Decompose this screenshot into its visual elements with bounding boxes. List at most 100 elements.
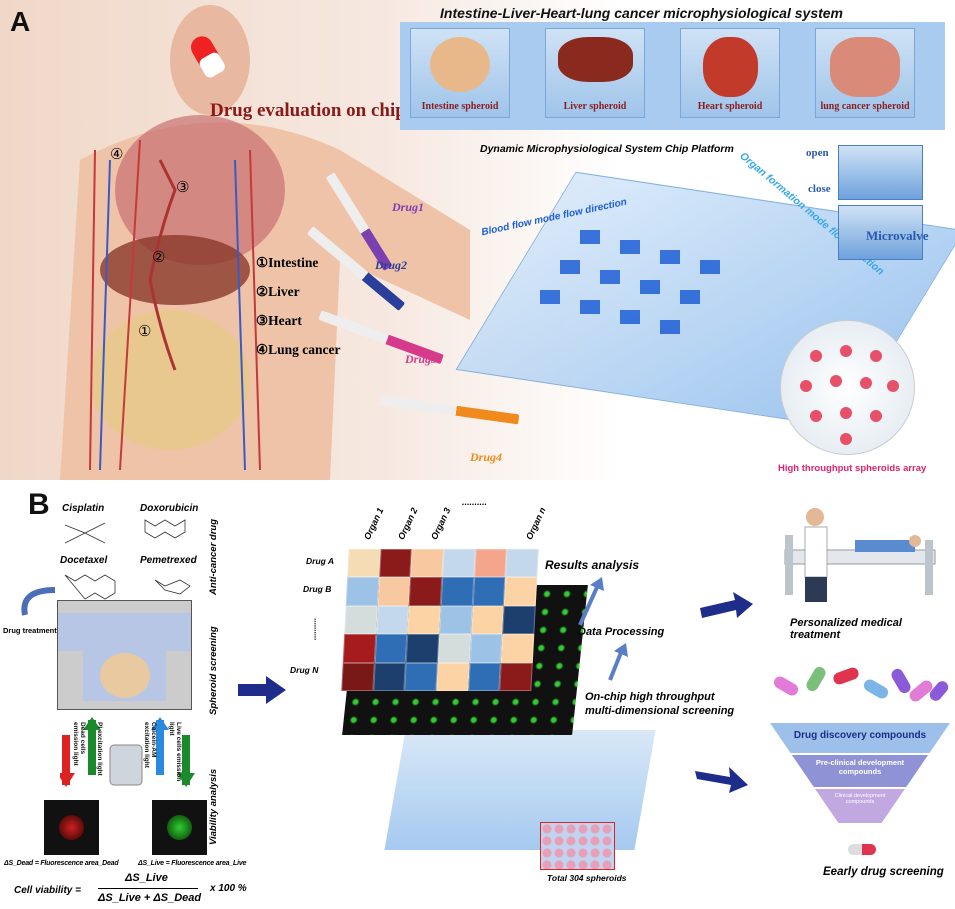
panel-a-label: A [10, 6, 31, 37]
compound-label: Cisplatin [62, 503, 105, 514]
heatmap-cell [439, 605, 473, 635]
platform-title: Dynamic Microphysiological System Chip P… [480, 143, 734, 155]
drug3-label: Drug3 [405, 352, 438, 366]
dead-cells-arrow-label: Dead cells emission light [72, 722, 86, 766]
heatmap-cell [375, 605, 410, 635]
spheroid-screening-label: Spheroid screening [208, 626, 219, 715]
lung-well [815, 28, 915, 118]
early-screening-label: Eearly drug screening [823, 866, 944, 878]
column-label: Organ 1 [362, 506, 386, 542]
row-label: Drug N [290, 665, 319, 675]
heatmap-cell [407, 605, 441, 635]
heatmap-cell [410, 549, 444, 578]
dead-cells-image [44, 800, 99, 855]
live-cells-image [152, 800, 207, 855]
arrow-to-screening-icon [695, 767, 748, 793]
heatmap-cell [467, 662, 502, 691]
total-spheroids-label: Total 304 spheroids [547, 873, 627, 883]
capsules-illustration [773, 666, 949, 702]
heatmap-cell [372, 662, 407, 691]
viability-label: Cell viability = [14, 885, 81, 896]
organ-legend: ①Intestine ②Liver ③Heart ④Lung cancer [256, 248, 340, 364]
legend-item: ③Heart [256, 313, 302, 328]
compound-label: Doxorubicin [140, 503, 199, 514]
fraction-bar [98, 888, 198, 889]
heatmap-cell [344, 605, 378, 635]
funnel-label-preclinical: Pre-clinical development compounds [815, 758, 905, 776]
heatmap-cell [341, 662, 375, 691]
heatmap-cell [505, 549, 539, 578]
drug-evaluation-title: Drug evaluation on chip [210, 100, 406, 121]
right-arrow-icon [238, 676, 286, 704]
spheroid-zoom-box [540, 822, 615, 870]
marker-1: ① [138, 324, 152, 340]
syringe-1 [325, 170, 440, 271]
live-formula: ΔS_Live = Fluorescence area_Live [138, 860, 247, 867]
heatmap-cell [436, 662, 470, 691]
heatmap-cell [409, 577, 443, 606]
viability-multiplier: x 100 % [210, 883, 247, 894]
organ-label: Intestine spheroid [421, 101, 499, 112]
marker-2: ② [152, 250, 166, 266]
valve-close-diagram [838, 205, 923, 260]
drug-treatment-arrow-icon [21, 587, 56, 616]
heatmap-cell [472, 577, 506, 606]
organ-label: Heart spheroid [697, 101, 763, 112]
hospital-bed-illustration [784, 508, 936, 602]
heatmap-cell [440, 577, 474, 606]
organ-label: lung cancer spheroid [820, 101, 910, 112]
valve-open-label: open [806, 147, 829, 159]
capsule-icon [848, 844, 876, 855]
spheroid-array-circle [780, 320, 915, 455]
data-processing-label: Data Processing [578, 626, 665, 638]
results-analysis-label: Results analysis [545, 558, 640, 572]
pi-arrow-label: PI excitation light [96, 722, 103, 776]
funnel-level-discovery [770, 723, 950, 753]
legend-item: ①Intestine [256, 255, 319, 270]
heatmap-cell [502, 605, 536, 635]
intestine-well [410, 28, 510, 118]
live-cells-arrow-label: Live cells emission light [168, 722, 182, 782]
drug2-label: Drug2 [375, 258, 408, 272]
viability-numerator: ΔS_Live [125, 872, 168, 884]
heatmap-cell [499, 662, 533, 691]
spheroid-well [57, 600, 192, 710]
legend-item: ②Liver [256, 284, 300, 299]
microscope-arrows [60, 717, 195, 787]
heatmap-cell [473, 549, 508, 578]
legend-item: ④Lung cancer [256, 342, 341, 357]
chemical-structures [64, 519, 191, 600]
heatmap-cell [377, 577, 411, 606]
heart-well [680, 28, 780, 118]
chip-channels [540, 230, 720, 334]
heatmap-cell [406, 634, 440, 663]
viability-analysis-label: Viability analysis [208, 768, 219, 845]
heatmap-cell [437, 634, 471, 663]
heatmap-cell [469, 634, 503, 663]
row-label: Drug B [303, 584, 332, 594]
heatmap-cell [347, 549, 381, 578]
microvalve-label: Microvalve [866, 228, 929, 243]
dead-formula: ΔS_Dead = Fluorescence area_Dead [4, 860, 119, 867]
drug1-label: Drug1 [392, 200, 425, 214]
syringe-2 [306, 225, 430, 311]
panel-b-label: B [28, 488, 50, 521]
anti-cancer-drug-label: Anti-cancer drug [208, 518, 219, 595]
row-label: Drug A [306, 556, 335, 566]
column-label: Organ 3 [429, 506, 453, 542]
process-arrows [578, 577, 628, 681]
heatmap-cell [404, 662, 438, 691]
drug-treatment-label: Drug treatment [3, 626, 57, 635]
liver-well [545, 28, 645, 118]
organ-label: Liver spheroid [563, 101, 627, 112]
calcein-arrow-label: Calcein-AM excitation light [143, 722, 157, 768]
arrow-to-treatment-icon [700, 592, 753, 618]
viability-denominator: ΔS_Live + ΔS_Dead [98, 892, 202, 904]
compound-label: Pemetrexed [140, 555, 197, 566]
syringe-3 [318, 310, 450, 365]
heatmap-cell [378, 549, 413, 578]
screening-label: On-chip high throughput multi-dimensiona… [585, 691, 735, 717]
row-ellipsis: .......... [312, 618, 322, 641]
column-ellipsis: .......... [462, 497, 488, 507]
marker-3: ③ [176, 180, 190, 196]
